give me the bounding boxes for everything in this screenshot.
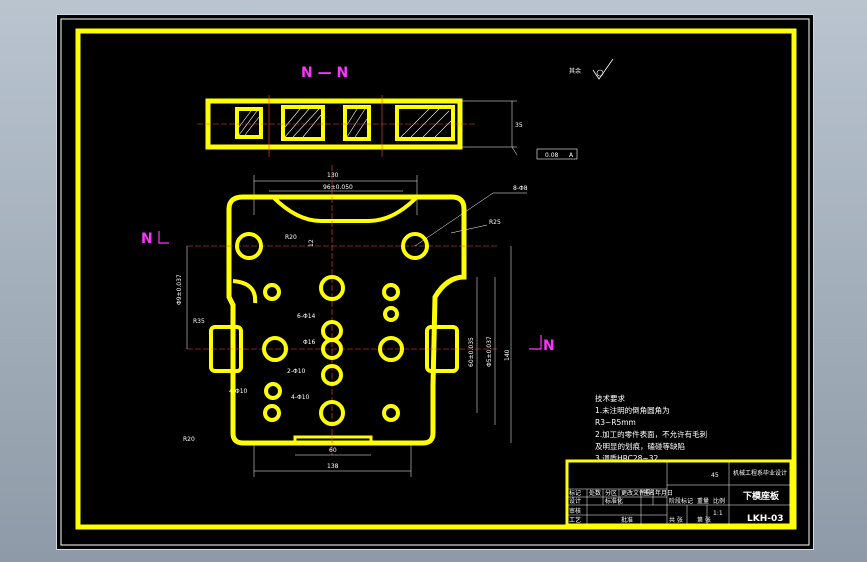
cad-viewport[interactable]: N — N 35 0.08 A 其余 130 — [56, 14, 814, 550]
drawing-number: LKH-03 — [747, 514, 784, 524]
position-tolerance: 0.08 — [545, 152, 559, 159]
plan-view: 130 96±0.050 — [141, 165, 555, 477]
tb-design: 设计 — [569, 497, 581, 505]
six-holes-label: 6-Φ14 — [297, 313, 316, 320]
top-section-view: N — N 35 0.08 A — [197, 65, 578, 160]
drawing-border — [75, 28, 797, 530]
section-label-left: N — [141, 231, 153, 247]
tb-weight: 重量 — [697, 497, 709, 505]
tech-note-5: 3.调质HRC28~32 — [595, 453, 658, 463]
radius-small: R35 — [193, 318, 205, 325]
tb-approve: 批准 — [621, 516, 633, 524]
tech-note-2: R3~R5mm — [595, 418, 636, 427]
holes-count-label: 8-Φ8 — [513, 185, 528, 192]
right-side-dim-a: 60±0.035 — [468, 337, 475, 367]
radius-corner: R20 — [183, 436, 195, 443]
tb-zone: 分区 — [605, 489, 617, 497]
tb-count: 处数 — [589, 489, 601, 497]
part-name: 下模座板 — [743, 490, 780, 502]
material: 45 — [711, 472, 719, 479]
outer-frame — [60, 18, 810, 546]
four-holes-label-b: 4-Φ10 — [291, 394, 310, 401]
tech-note-1: 1.未注明的倒角圆角为 — [595, 405, 670, 415]
section-label-top: N — N — [301, 65, 348, 81]
two-holes-label: 2-Φ10 — [287, 368, 306, 375]
tb-sheets-total: 共 张 — [669, 516, 683, 524]
scale: 1:1 — [713, 510, 723, 517]
tb-standard: 标准化 — [605, 497, 623, 505]
four-holes-label: 4-Φ10 — [229, 388, 248, 395]
roughness-label: 其余 — [569, 67, 581, 75]
tb-stage: 阶段标记 — [669, 497, 693, 505]
tech-notes: 技术要求 1.未注明的倒角圆角为 R3~R5mm 2.加工的零件表面，不允许有毛… — [595, 393, 707, 463]
tb-sheet-no: 第 张 — [697, 516, 711, 524]
tb-change-doc: 更改文件号 — [621, 489, 651, 497]
tolerance-ref: A — [569, 152, 574, 159]
position-tolerance-frame — [536, 148, 578, 160]
radius-slot: R20 — [285, 234, 297, 241]
overall-width-dim: 130 — [327, 172, 339, 179]
tech-notes-title: 技术要求 — [595, 393, 625, 403]
tb-mark: 标记 — [569, 489, 581, 497]
bottom-slot-dim: 60 — [329, 447, 337, 454]
right-side-dim-b: Φ5±0.037 — [486, 336, 493, 367]
small-dim: 12 — [308, 239, 315, 247]
inner-width-dim: 96±0.050 — [323, 184, 353, 191]
mid-hole-label: Φ16 — [303, 339, 316, 346]
tb-scale: 比例 — [713, 497, 725, 505]
left-side-dim: Φ9±0.037 — [176, 274, 183, 305]
project-name: 机械工程系毕业设计 — [733, 469, 787, 477]
depth-dim: 35 — [515, 122, 523, 129]
drawing-canvas: N — N 35 0.08 A 其余 130 — [60, 18, 810, 546]
tb-date: 年月日 — [655, 489, 673, 497]
tb-sign: 签名 — [643, 489, 655, 497]
tb-process: 工艺 — [569, 516, 581, 524]
tech-note-3: 2.加工的零件表面，不允许有毛刺 — [595, 429, 707, 439]
bottom-width-dim: 138 — [327, 463, 339, 470]
tb-review: 审核 — [569, 507, 581, 515]
section-label-right: N — [543, 338, 555, 354]
roughness-symbol: 其余 — [569, 58, 614, 80]
height-dim: 140 — [504, 349, 511, 361]
title-block: 45 机械工程系毕业设计 下模座板 LKH-03 1:1 标记 处数 分区 更改… — [565, 459, 793, 527]
radius-large: R25 — [489, 219, 501, 226]
tech-note-4: 及明显的划痕，磕碰等缺陷 — [595, 441, 685, 451]
